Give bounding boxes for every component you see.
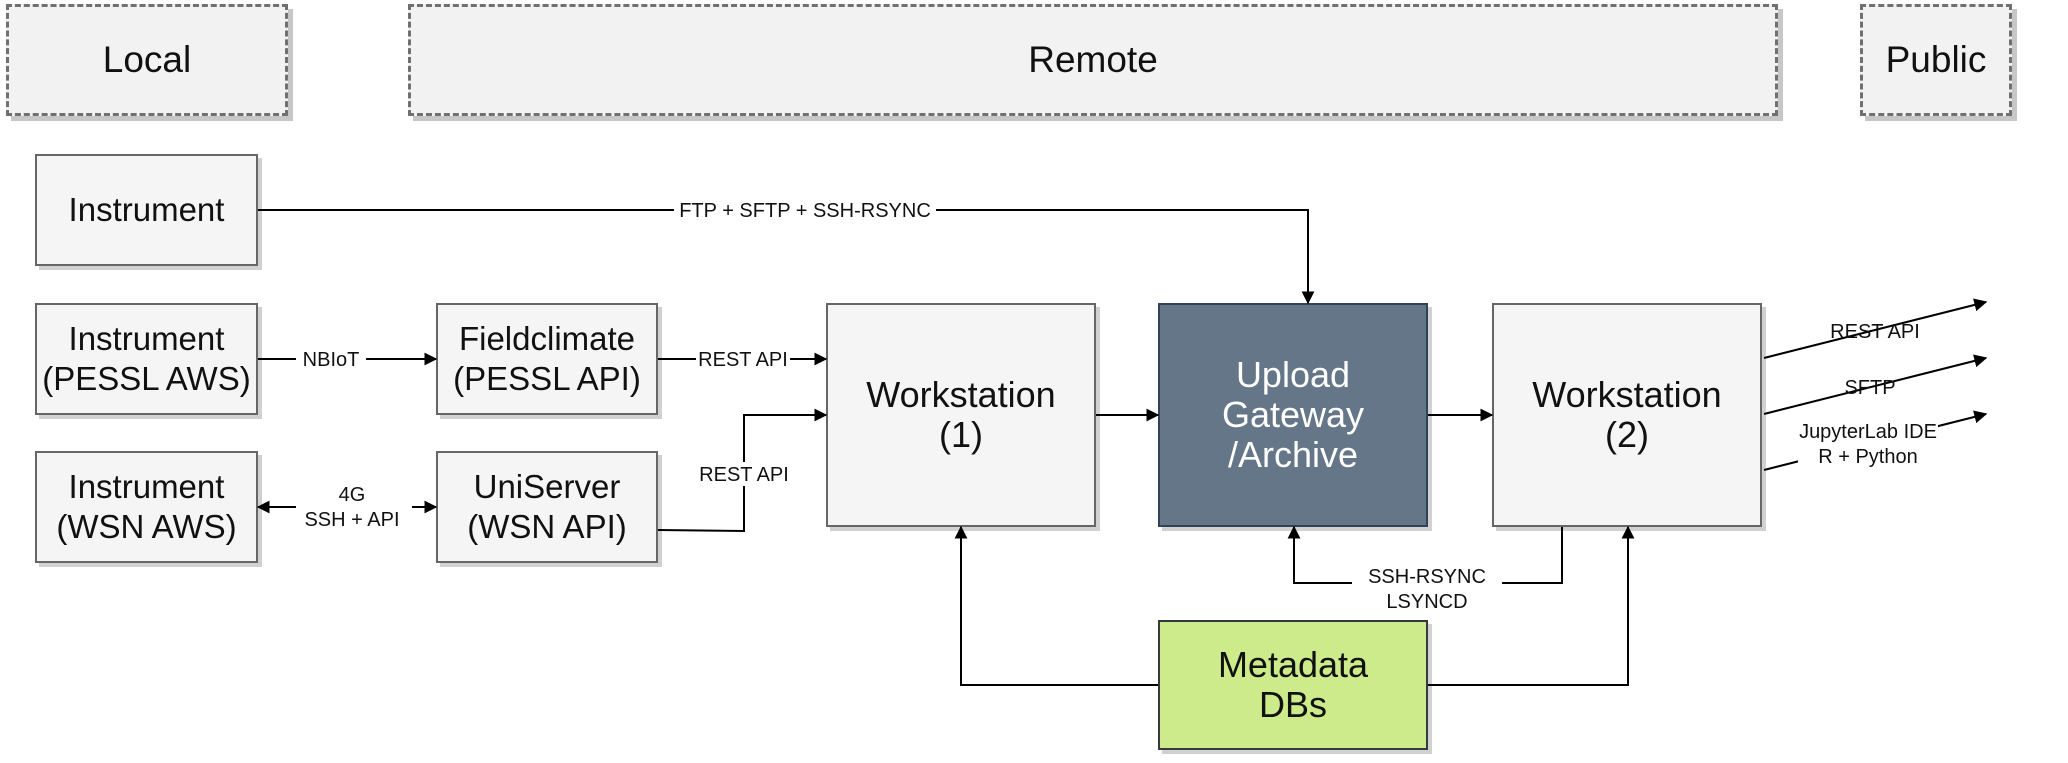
zone-remote-label: Remote [1028, 39, 1158, 80]
node-instrument-label: Instrument [68, 191, 225, 228]
edge-label-4g-line2: SSH + API [304, 509, 399, 531]
edge-label-jupyter-line1: JupyterLab IDE [1799, 421, 1937, 443]
edge-label-4g-line1: 4G [339, 484, 366, 506]
zone-public-label: Public [1885, 39, 1987, 80]
label-bg-4g [296, 484, 412, 532]
edge-instrument-gateway [258, 209, 1315, 305]
node-workstation-2-label: Workstation (2) [1532, 374, 1722, 455]
label-bg-jupyter [1798, 422, 1938, 470]
edge-out-rest [1763, 298, 1988, 359]
node-workstation-1: Workstation (1) [826, 303, 1096, 527]
node-instrument: Instrument [35, 154, 258, 266]
zone-public: Public [1860, 4, 2012, 116]
node-workstation-1-label: Workstation (1) [866, 374, 1056, 455]
edge-label-rest1: REST API [698, 349, 788, 371]
node-metadata-dbs-label: Metadata DBs [1217, 644, 1369, 725]
node-instrument-pessl-label: Instrument (PESSL AWS) [42, 320, 251, 397]
edge-out-sftp [1763, 354, 1988, 415]
node-workstation-2: Workstation (2) [1492, 303, 1762, 527]
edge-metadata-workstation2 [1428, 525, 1635, 686]
node-instrument-wsn: Instrument (WSN AWS) [35, 451, 258, 563]
zone-remote: Remote [408, 4, 1778, 116]
label-bg-nbiot [296, 347, 366, 371]
node-uniserver: UniServer (WSN API) [436, 451, 658, 563]
node-instrument-pessl: Instrument (PESSL AWS) [35, 303, 258, 415]
edge-label-jupyter-line2: R + Python [1818, 446, 1918, 468]
edge-label-rsync-line2: LSYNCD [1386, 591, 1467, 613]
node-upload-gateway: Upload Gateway /Archive [1158, 303, 1428, 527]
edge-label-rsync-line1: SSH-RSYNC [1368, 566, 1486, 588]
label-bg-rest2 [696, 462, 792, 486]
node-metadata-dbs: Metadata DBs [1158, 620, 1428, 750]
node-uniserver-label: UniServer (WSN API) [467, 468, 627, 545]
label-bg-rest1 [696, 347, 790, 371]
edge-label-rest2: REST API [699, 464, 789, 486]
node-upload-gateway-label: Upload Gateway /Archive [1221, 354, 1365, 475]
label-bg-rsync [1352, 564, 1502, 612]
zone-local-label: Local [102, 39, 192, 80]
edge-label-out-sftp: SFTP [1844, 377, 1895, 399]
zone-local: Local [6, 4, 288, 116]
edge-label-nbiot: NBIoT [303, 349, 360, 371]
node-fieldclimate-label: Fieldclimate (PESSL API) [453, 320, 641, 397]
edge-label-ftp: FTP + SFTP + SSH-RSYNC [679, 200, 931, 222]
edge-label-out-rest: REST API [1830, 321, 1920, 343]
edge-metadata-workstation1 [954, 525, 1158, 686]
label-bg-ftp [674, 198, 936, 222]
node-instrument-wsn-label: Instrument (WSN AWS) [56, 468, 237, 545]
